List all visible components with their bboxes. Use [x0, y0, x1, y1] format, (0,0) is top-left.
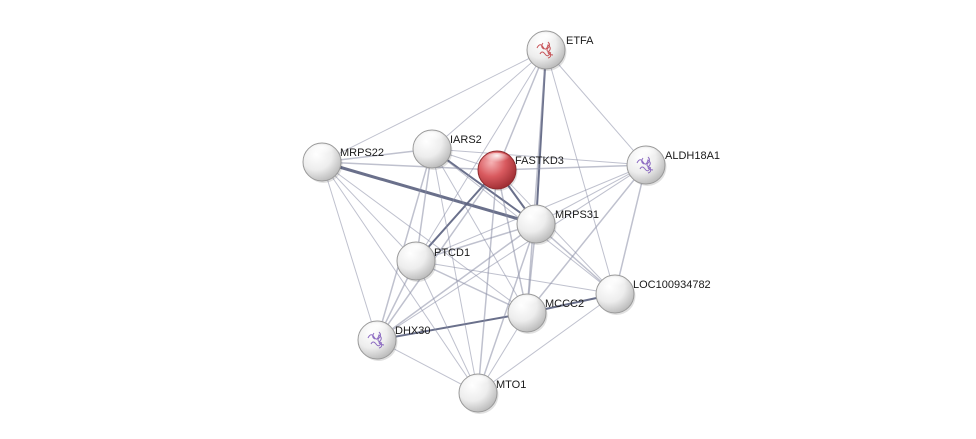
node-fastkd3[interactable]: FASTKD3: [477, 150, 564, 191]
edge-aldh18a1-mrps31[interactable]: [535, 164, 647, 225]
edge-aldh18a1-loc100934782[interactable]: [614, 164, 647, 295]
node-highlight: [308, 144, 336, 159]
edge-etfa-mrps22[interactable]: [321, 49, 547, 163]
node-label: ETFA: [566, 35, 594, 47]
node-mrps22[interactable]: MRPS22: [302, 142, 384, 183]
edge-etfa-aldh18a1[interactable]: [545, 49, 647, 166]
node-highlight: [418, 131, 446, 146]
node-label: MRPS22: [340, 147, 384, 159]
edges-layer: [320, 49, 647, 394]
edge-mrps22-fastkd3[interactable]: [321, 161, 498, 171]
node-highlight: [532, 32, 560, 47]
node-highlight: [402, 243, 430, 258]
node-label: PTCD1: [434, 247, 470, 259]
edge-aldh18a1-dhx30[interactable]: [376, 164, 647, 341]
node-mto1[interactable]: MTO1: [458, 373, 526, 414]
node-highlight: [632, 147, 660, 162]
node-aldh18a1[interactable]: ALDH18A1: [626, 145, 720, 186]
node-label: IARS2: [450, 134, 482, 146]
node-label: MTO1: [496, 379, 526, 391]
edge-mrps31-mto1[interactable]: [477, 223, 537, 394]
node-label: LOC100934782: [633, 279, 711, 291]
node-highlight: [601, 276, 629, 291]
edge-etfa-fastkd3[interactable]: [496, 49, 547, 171]
node-highlight: [464, 375, 492, 390]
edge-mccc2-dhx30[interactable]: [376, 312, 528, 341]
edge-iars2-mto1[interactable]: [431, 148, 479, 394]
node-loc100934782[interactable]: LOC100934782: [595, 274, 711, 315]
edge-ptcd1-mto1[interactable]: [415, 260, 479, 394]
edge-ptcd1-loc100934782[interactable]: [415, 260, 616, 295]
edge-etfa-mccc2[interactable]: [526, 49, 547, 314]
edge-mrps22-dhx30[interactable]: [321, 161, 378, 341]
edge-etfa-ptcd1[interactable]: [415, 49, 547, 262]
node-iars2[interactable]: IARS2: [412, 129, 482, 170]
node-dhx30[interactable]: DHX30: [357, 320, 430, 361]
node-highlight: [513, 295, 541, 310]
edge-mrps22-mccc2[interactable]: [321, 161, 528, 314]
edge-mrps31-ptcd1[interactable]: [415, 223, 537, 262]
node-mccc2[interactable]: MCCC2: [507, 293, 584, 334]
node-ptcd1[interactable]: PTCD1: [396, 241, 470, 282]
node-label: MCCC2: [545, 298, 584, 310]
edge-mrps22-ptcd1[interactable]: [321, 161, 417, 262]
node-highlight: [483, 152, 511, 167]
edge-aldh18a1-mccc2[interactable]: [526, 164, 647, 314]
edge-mrps31-dhx30[interactable]: [376, 223, 537, 341]
node-label: FASTKD3: [515, 155, 564, 167]
edge-fastkd3-loc100934782[interactable]: [496, 169, 616, 295]
edge-iars2-mrps31[interactable]: [431, 148, 537, 225]
edge-mrps22-mto1[interactable]: [321, 161, 479, 394]
node-label: MRPS31: [555, 209, 599, 221]
edge-loc100934782-mto1[interactable]: [477, 293, 616, 394]
edge-iars2-dhx30[interactable]: [376, 148, 433, 341]
node-mrps31[interactable]: MRPS31: [516, 204, 599, 245]
edge-etfa-iars2[interactable]: [431, 49, 547, 150]
edge-ptcd1-mccc2[interactable]: [415, 260, 528, 314]
node-label: ALDH18A1: [665, 150, 720, 162]
edge-iars2-mccc2[interactable]: [431, 148, 528, 314]
edge-etfa-loc100934782[interactable]: [545, 49, 616, 295]
node-etfa[interactable]: ETFA: [526, 30, 594, 71]
node-highlight: [522, 206, 550, 221]
node-highlight: [363, 322, 391, 337]
edge-fastkd3-mto1[interactable]: [477, 169, 498, 394]
node-label: DHX30: [395, 325, 430, 337]
edge-fastkd3-aldh18a1[interactable]: [496, 164, 647, 171]
edge-mrps22-mrps31[interactable]: [320, 160, 538, 226]
